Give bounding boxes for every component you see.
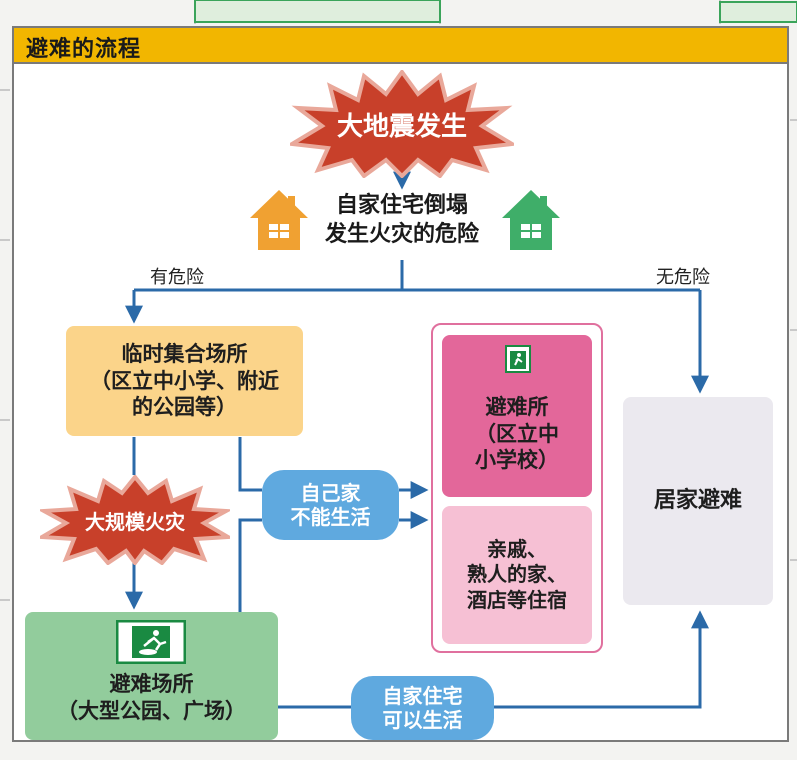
line-temporary-to-pill [238, 437, 262, 492]
temporary-gathering-text: 临时集合场所 （区立中小学、附近 的公园等） [90, 341, 279, 420]
stay-home-text: 居家避难 [653, 487, 742, 513]
home-livable-pill: 自家住宅 可以生活 [351, 676, 494, 740]
shelter-box: 避难所 （区立中 小学校） [442, 335, 592, 497]
stay-home-box: 居家避难 [623, 397, 773, 605]
evacuation-area-icon [116, 620, 186, 664]
fire-burst-icon [40, 475, 230, 565]
home-unlivable-pill: 自己家 不能生活 [262, 470, 399, 540]
earthquake-burst-icon [290, 70, 514, 178]
house-orange-icon [250, 190, 308, 250]
temporary-gathering-box: 临时集合场所 （区立中小学、附近 的公园等） [66, 326, 303, 436]
panel-header: 避难的流程 [12, 26, 789, 64]
panel-title: 避难的流程 [26, 37, 142, 62]
home-unlivable-text: 自己家 不能生活 [290, 481, 371, 529]
earthquake-label: 大地震发生 [336, 112, 467, 142]
house-green-icon [502, 190, 560, 250]
home-livable-text: 自家住宅 可以生活 [382, 684, 463, 732]
fire-label: 大规模火灾 [85, 510, 185, 534]
shelter-text: 避难所 （区立中 小学校） [475, 394, 559, 473]
line-evac-to-pill [238, 518, 262, 612]
branch-danger-label: 有危险 [150, 267, 204, 288]
branch-no-danger-label: 无危险 [656, 267, 710, 288]
house-collapse-text: 自家住宅倒塌 发生火灾的危险 [324, 193, 479, 247]
shelter-exit-icon [505, 345, 531, 373]
arrow-livable-to-home [494, 610, 709, 709]
relatives-box: 亲戚、 熟人的家、 酒店等住宿 [442, 506, 592, 644]
evacuation-area-text: 避难场所 （大型公园、广场） [57, 672, 246, 723]
relatives-text: 亲戚、 熟人的家、 酒店等住宿 [467, 536, 567, 612]
